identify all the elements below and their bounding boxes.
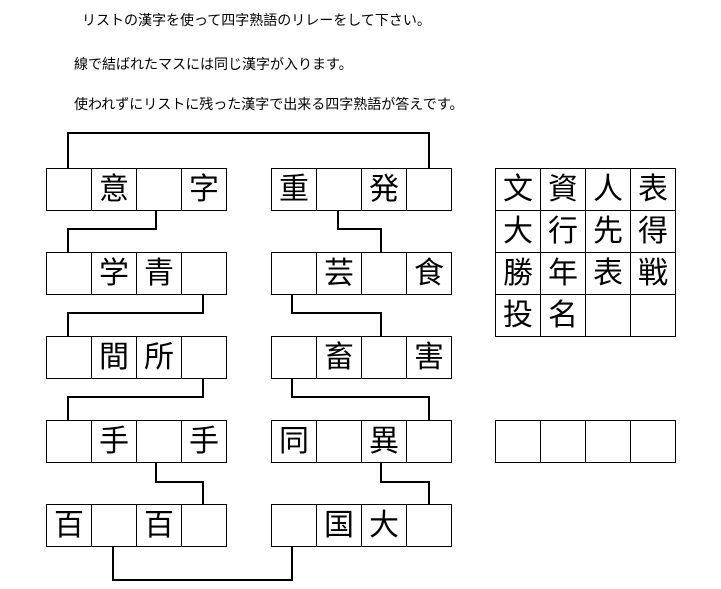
left-puzzle-cell[interactable] — [46, 168, 92, 211]
right-puzzle-cell[interactable]: 食 — [406, 252, 452, 295]
connector-line — [67, 295, 204, 336]
kanji-list-cell[interactable]: 戦 — [630, 252, 676, 295]
right-puzzle-cell[interactable] — [271, 252, 317, 295]
connector-line — [67, 211, 157, 252]
left-puzzle-cell[interactable] — [136, 168, 182, 211]
kanji-list-cell[interactable] — [630, 294, 676, 337]
left-puzzle-cell[interactable] — [136, 420, 182, 463]
left-puzzle-cell[interactable] — [181, 504, 227, 547]
kanji-list-cell[interactable]: 勝 — [495, 252, 541, 295]
right-puzzle-cell[interactable]: 芸 — [316, 252, 362, 295]
answer-cell[interactable] — [495, 420, 541, 463]
kanji-list-cell[interactable]: 表 — [585, 252, 631, 295]
kanji-list-cell[interactable]: 資 — [540, 168, 586, 211]
kanji-list-cell[interactable]: 名 — [540, 294, 586, 337]
kanji-list-cell[interactable]: 年 — [540, 252, 586, 295]
left-puzzle-cell[interactable] — [181, 252, 227, 295]
kanji-list-cell[interactable]: 投 — [495, 294, 541, 337]
right-puzzle-cell[interactable] — [271, 504, 317, 547]
left-puzzle-cell[interactable] — [46, 336, 92, 379]
kanji-list-cell[interactable]: 人 — [585, 168, 631, 211]
right-puzzle-cell[interactable] — [361, 252, 407, 295]
connector-line — [380, 463, 430, 504]
answer-cell[interactable] — [585, 420, 631, 463]
right-puzzle-cell[interactable]: 害 — [406, 336, 452, 379]
left-puzzle-cell[interactable]: 百 — [136, 504, 182, 547]
instruction-1: リストの漢字を使って四字熟語のリレーをして下さい。 — [82, 13, 431, 29]
left-puzzle-cell[interactable] — [46, 252, 92, 295]
kanji-list-cell[interactable]: 得 — [630, 210, 676, 253]
right-puzzle-cell[interactable] — [316, 168, 362, 211]
kanji-list-cell[interactable]: 文 — [495, 168, 541, 211]
connector-line — [67, 379, 204, 420]
kanji-list-cell[interactable]: 表 — [630, 168, 676, 211]
kanji-list-cell[interactable]: 行 — [540, 210, 586, 253]
right-puzzle-cell[interactable]: 畜 — [316, 336, 362, 379]
right-puzzle-cell[interactable] — [361, 336, 407, 379]
left-puzzle-cell[interactable]: 百 — [46, 504, 92, 547]
right-puzzle-cell[interactable] — [406, 168, 452, 211]
right-puzzle-cell[interactable]: 大 — [361, 504, 407, 547]
answer-cell[interactable] — [630, 420, 676, 463]
connector-line — [291, 379, 430, 420]
right-puzzle-cell[interactable]: 発 — [361, 168, 407, 211]
left-puzzle-cell[interactable]: 字 — [181, 168, 227, 211]
answer-cell[interactable] — [540, 420, 586, 463]
left-puzzle-cell[interactable]: 手 — [181, 420, 227, 463]
right-puzzle-cell[interactable]: 同 — [271, 420, 317, 463]
right-puzzle-cell[interactable] — [271, 336, 317, 379]
right-puzzle-cell[interactable] — [406, 504, 452, 547]
left-puzzle-cell[interactable]: 意 — [91, 168, 137, 211]
left-puzzle-cell[interactable]: 学 — [91, 252, 137, 295]
kanji-list-cell[interactable]: 先 — [585, 210, 631, 253]
connector-line — [291, 295, 382, 336]
connector-line — [337, 211, 382, 252]
right-puzzle-cell[interactable]: 重 — [271, 168, 317, 211]
right-puzzle-cell[interactable]: 異 — [361, 420, 407, 463]
connector-line — [112, 547, 293, 581]
instruction-3: 使われずにリストに残った漢字で出来る四字熟語が答えです。 — [74, 97, 464, 113]
left-puzzle-cell[interactable]: 間 — [91, 336, 137, 379]
left-puzzle-cell[interactable] — [46, 420, 92, 463]
kanji-list-cell[interactable] — [585, 294, 631, 337]
connector-line — [67, 132, 430, 168]
left-puzzle-cell[interactable]: 青 — [136, 252, 182, 295]
connector-line — [155, 463, 204, 504]
left-puzzle-cell[interactable] — [91, 504, 137, 547]
kanji-list-cell[interactable]: 大 — [495, 210, 541, 253]
instruction-2: 線で結ばれたマスには同じ漢字が入ります。 — [74, 57, 353, 73]
left-puzzle-cell[interactable]: 手 — [91, 420, 137, 463]
right-puzzle-cell[interactable] — [406, 420, 452, 463]
right-puzzle-cell[interactable]: 国 — [316, 504, 362, 547]
left-puzzle-cell[interactable] — [181, 336, 227, 379]
right-puzzle-cell[interactable] — [316, 420, 362, 463]
left-puzzle-cell[interactable]: 所 — [136, 336, 182, 379]
